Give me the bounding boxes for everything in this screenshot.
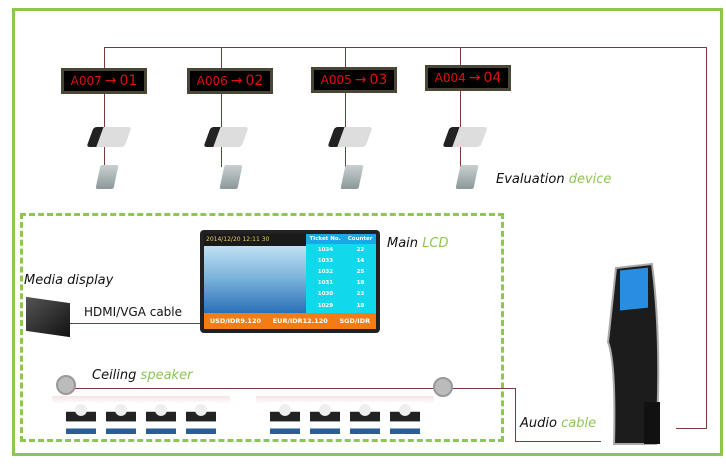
main-lcd-label: Main LCD: [387, 236, 449, 251]
audio-cable-wire: [515, 441, 601, 442]
counter-display: A006→02: [187, 68, 273, 94]
hall-zone: [20, 213, 504, 442]
table-header: Ticket No.: [309, 236, 341, 242]
keypad-icon: [442, 127, 488, 147]
drop-wire: [104, 47, 105, 167]
speaker-icon: [56, 375, 76, 395]
speaker-wire: [66, 388, 516, 389]
drop-wire: [345, 47, 346, 167]
arrow-icon: →: [104, 73, 117, 89]
waiting-crowd: [52, 396, 230, 436]
media-player-icon: [26, 296, 70, 338]
speaker-wire-down: [515, 388, 516, 441]
counter-display: A007→01: [61, 68, 147, 94]
hdmi-cable-label: HDMI/VGA cable: [84, 305, 183, 319]
ticket-number: A005: [320, 73, 352, 87]
table-header: Counter: [347, 236, 373, 242]
hdmi-wire: [70, 323, 202, 324]
bus-wire: [104, 47, 707, 48]
evaluation-device-label: Evaluation device: [496, 172, 612, 187]
bus-wire-kiosk: [676, 428, 707, 429]
keypad-icon: [327, 127, 373, 147]
lcd-datetime: 2014/12/20 12:11 30: [204, 234, 306, 246]
bus-wire-right: [706, 47, 707, 429]
ticket-number: A006: [196, 74, 228, 88]
counter-number: 01: [119, 73, 138, 89]
ticket-kiosk-icon: [606, 262, 660, 445]
counter-number: 02: [245, 73, 264, 89]
keypad-icon: [86, 127, 132, 147]
main-lcd: 2014/12/20 12:11 30 Ticket No. Counter 10…: [200, 230, 380, 333]
counter-number: 04: [483, 70, 502, 86]
audio-cable-label: Audio cable: [520, 416, 597, 431]
arrow-icon: →: [354, 72, 367, 88]
drop-wire: [460, 47, 461, 167]
media-display-label: Media display: [24, 273, 114, 288]
ceiling-speaker-label: Ceiling speaker: [92, 368, 193, 383]
counter-number: 03: [369, 72, 388, 88]
counter-display: A004→04: [425, 65, 511, 91]
waiting-crowd: [256, 396, 434, 436]
ticket-number: A007: [70, 74, 102, 88]
speaker-icon: [433, 377, 453, 397]
lcd-advert-image: [204, 246, 306, 313]
arrow-icon: →: [230, 73, 243, 89]
keypad-icon: [203, 127, 249, 147]
arrow-icon: →: [468, 70, 481, 86]
system-frame: [12, 8, 723, 456]
counter-display: A005→03: [311, 67, 397, 93]
ticket-number: A004: [434, 71, 466, 85]
drop-wire: [221, 47, 222, 167]
